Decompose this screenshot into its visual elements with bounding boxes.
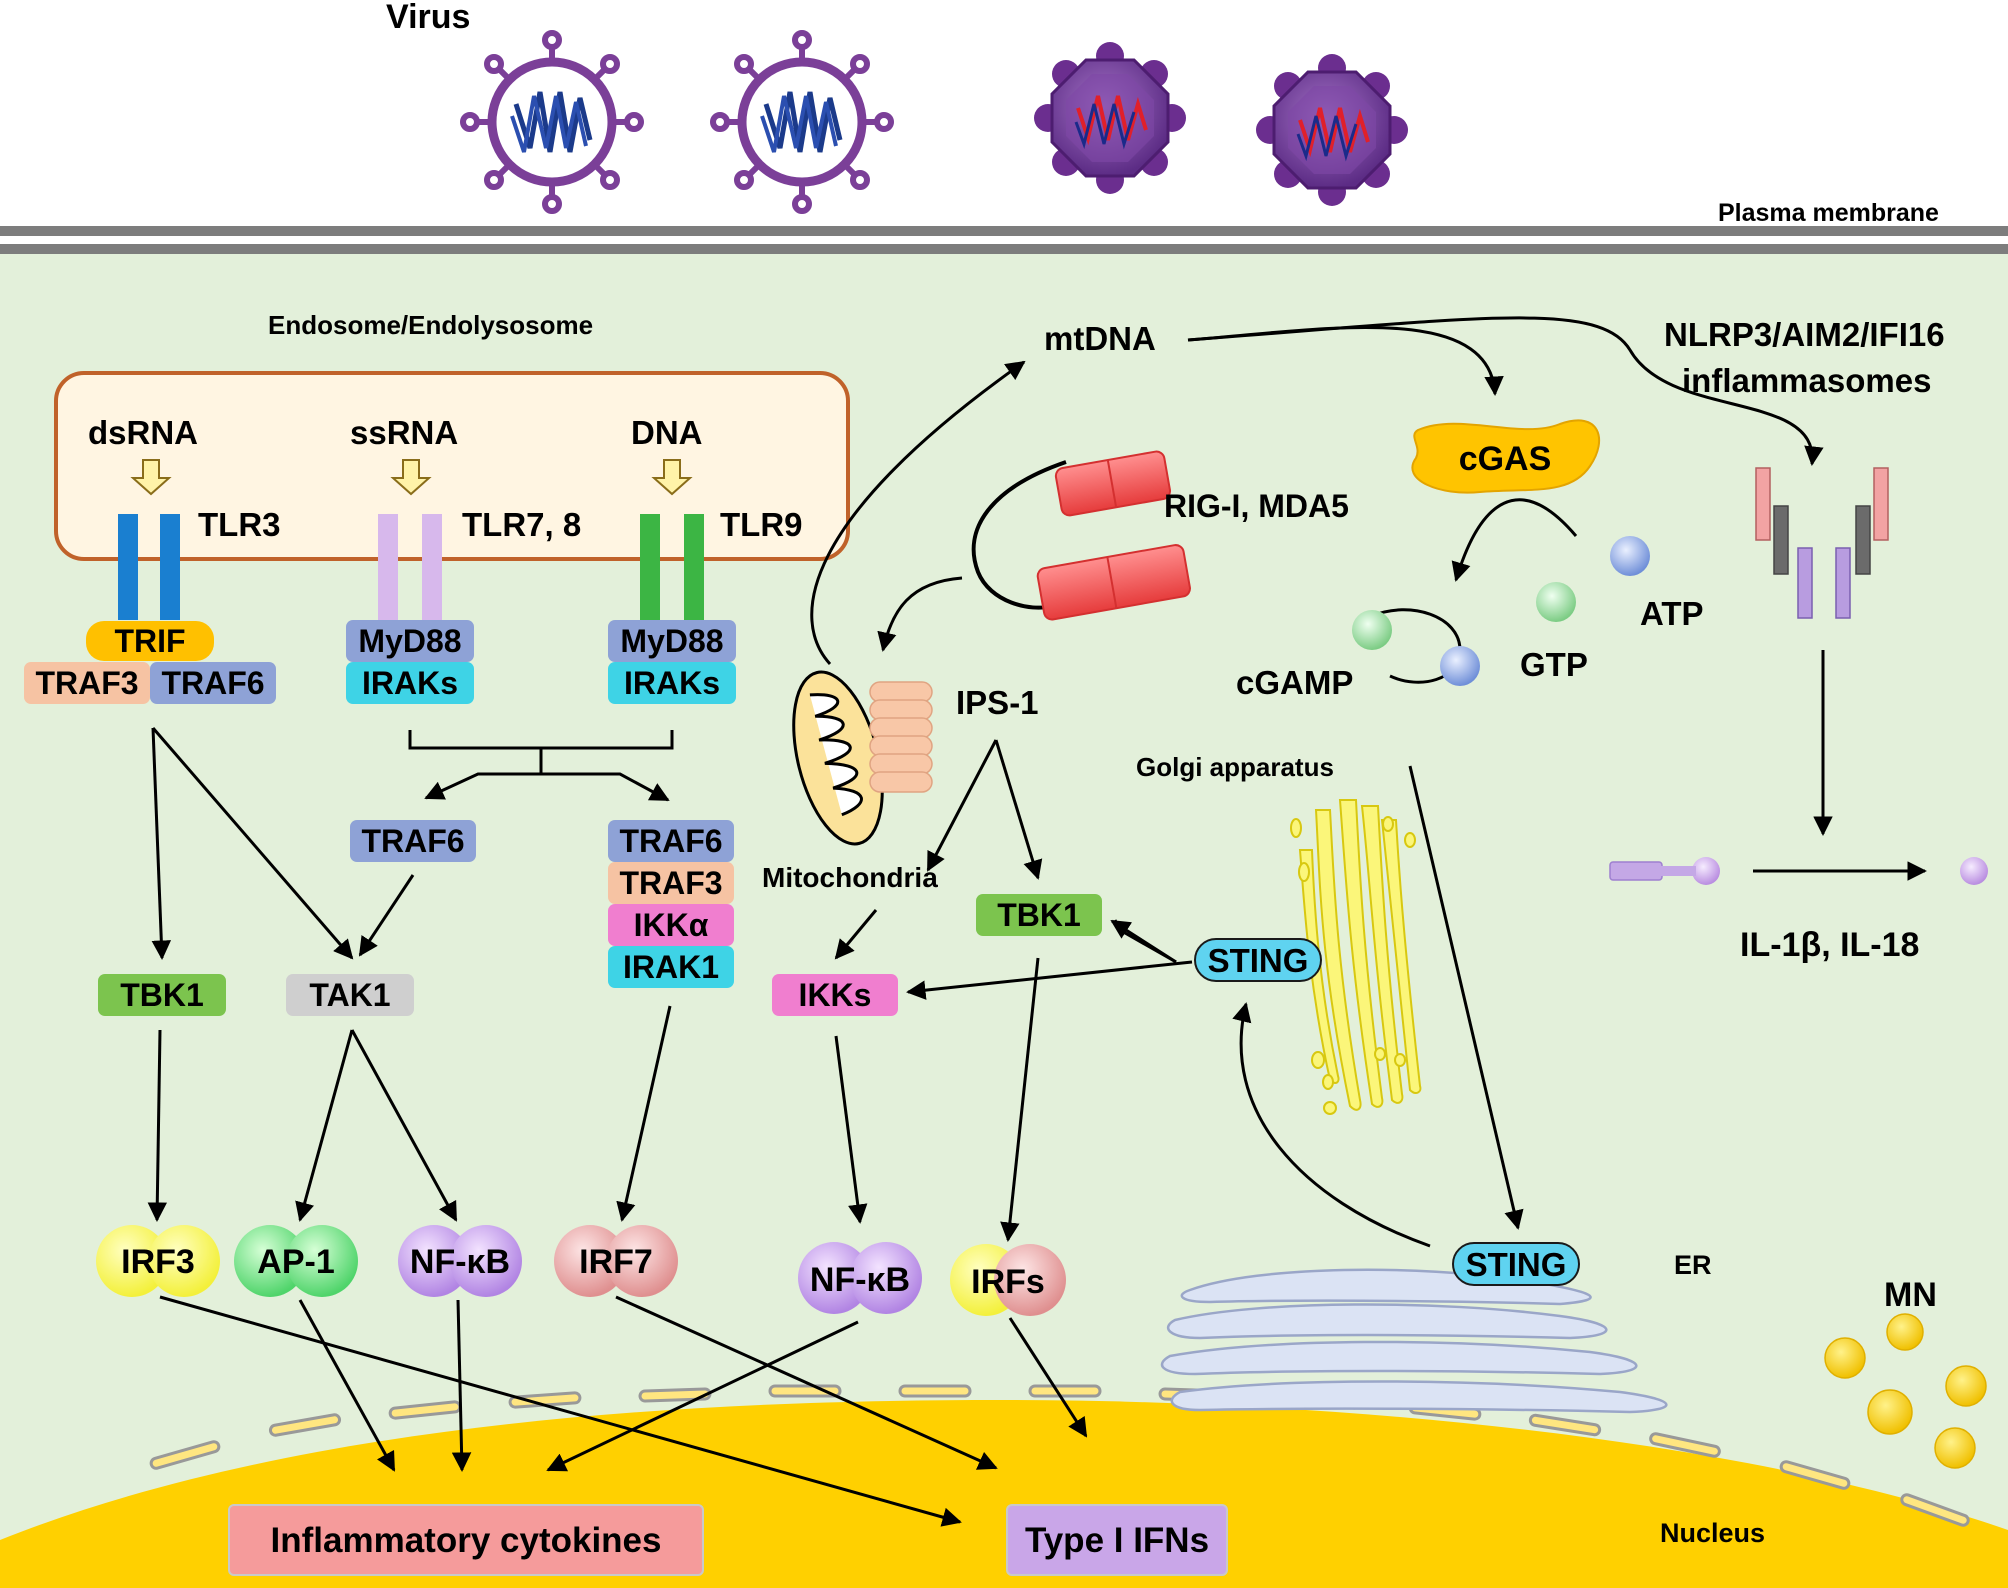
traf3-box-2: TRAF3: [608, 862, 734, 904]
inflammatory-cytokines-box: Inflammatory cytokines: [228, 1504, 704, 1576]
golgi-apparatus-icon: [1290, 799, 1422, 1115]
nuclear-pores: [149, 1384, 1970, 1527]
irak1-box: IRAK1: [608, 946, 734, 988]
nucleus-label: Nucleus: [1660, 1518, 1766, 1548]
sting-box-2: STING: [1452, 1242, 1580, 1286]
mitochondrion-icon: [792, 670, 933, 846]
virus-label: Virus: [386, 0, 471, 36]
irfs-label: IRFs: [971, 1263, 1045, 1301]
nfkb-label-1: NF-κB: [409, 1243, 511, 1281]
trif-box: TRIF: [86, 621, 214, 661]
tak1-box: TAK1: [286, 974, 414, 1016]
tbk1-box-1: TBK1: [98, 974, 226, 1016]
plasma-membrane-outer: [0, 226, 2008, 236]
myd88-box-1: MyD88: [346, 620, 474, 662]
plasma-membrane-inner: [0, 244, 2008, 254]
endosome: [54, 371, 850, 561]
inflammasome-icon: [1755, 467, 1889, 619]
nfkb-balls: [398, 1225, 522, 1297]
gtp-label: GTP: [1520, 646, 1588, 683]
sting-box-1: STING: [1194, 938, 1322, 982]
micronuclei: [1824, 1313, 1987, 1469]
mn-label: MN: [1884, 1276, 1937, 1314]
virus-4: [1256, 54, 1408, 206]
tlr9-receptor: [640, 514, 704, 620]
atp-label: ATP: [1640, 595, 1704, 632]
er-label: ER: [1674, 1250, 1712, 1280]
virus-1: [460, 30, 644, 214]
iraks-box-1: IRAKs: [346, 662, 474, 704]
nfkb-label-2: NF-κB: [809, 1261, 911, 1299]
nfkb2-balls: [798, 1242, 922, 1314]
dna-label: DNA: [631, 414, 703, 451]
myd88-box-2: MyD88: [608, 620, 736, 662]
irf7-balls: [554, 1225, 678, 1297]
plasma-membrane-label: Plasma membrane: [1718, 199, 1939, 227]
ap1-label: AP-1: [257, 1243, 335, 1281]
dsrna-label: dsRNA: [88, 414, 199, 451]
traf6-box-2: TRAF6: [350, 820, 476, 862]
ligand-arrows: [130, 459, 693, 496]
inflammasome-label-1: NLRP3/AIM2/IFI16: [1664, 316, 1945, 353]
cgamp-label: cGAMP: [1236, 664, 1354, 701]
cgas-label: cGAS: [1458, 440, 1552, 478]
tlr78-label: TLR7, 8: [462, 506, 582, 543]
irf7-label: IRF7: [579, 1243, 653, 1281]
iraks-box-2: IRAKs: [608, 662, 736, 704]
traf3-box: TRAF3: [24, 662, 150, 704]
tlr78-receptor: [378, 514, 442, 620]
tlr3-receptor: [118, 514, 180, 620]
irfs-balls: [950, 1244, 1066, 1316]
virus-2: [710, 30, 894, 214]
golgi-label: Golgi apparatus: [1136, 752, 1334, 782]
gtp-ball: [1536, 582, 1576, 622]
rig-mda5-label: RIG-I, MDA5: [1164, 488, 1349, 524]
tbk1-box-2: TBK1: [976, 894, 1102, 936]
mitochondria-label: Mitochondria: [762, 862, 938, 893]
traf6-box-1: TRAF6: [150, 662, 276, 704]
ikk-alpha-box: IKKα: [608, 904, 734, 946]
irf3-balls: [96, 1225, 220, 1297]
rig-i-mda5-icon: [971, 450, 1191, 621]
tlr9-label: TLR9: [720, 506, 803, 543]
ips1-label: IPS-1: [956, 684, 1039, 721]
inflammasome-label-2: inflammasomes: [1682, 362, 1932, 399]
atp-ball: [1610, 536, 1650, 576]
tlr3-label: TLR3: [198, 506, 281, 543]
mature-il-icon: [1960, 857, 1988, 885]
ikks-box: IKKs: [772, 974, 898, 1016]
ssrna-label: ssRNA: [350, 414, 459, 451]
irf3-label: IRF3: [121, 1243, 195, 1281]
cgamp-icon: [1352, 608, 1480, 686]
endosome-label: Endosome/Endolysosome: [268, 310, 594, 340]
signaling-arrows: [147, 316, 1927, 1527]
traf6-box-3: TRAF6: [608, 820, 734, 862]
pro-il-icon: [1609, 857, 1720, 885]
cgas-blob: [1411, 419, 1601, 494]
type1-ifns-box: Type I IFNs: [1006, 1504, 1228, 1576]
il1b-il18-label: IL-1β, IL-18: [1740, 926, 1920, 964]
mtdna-label: mtDNA: [1044, 320, 1156, 357]
virus-3: [1034, 42, 1186, 194]
ap1-balls: [234, 1225, 358, 1297]
